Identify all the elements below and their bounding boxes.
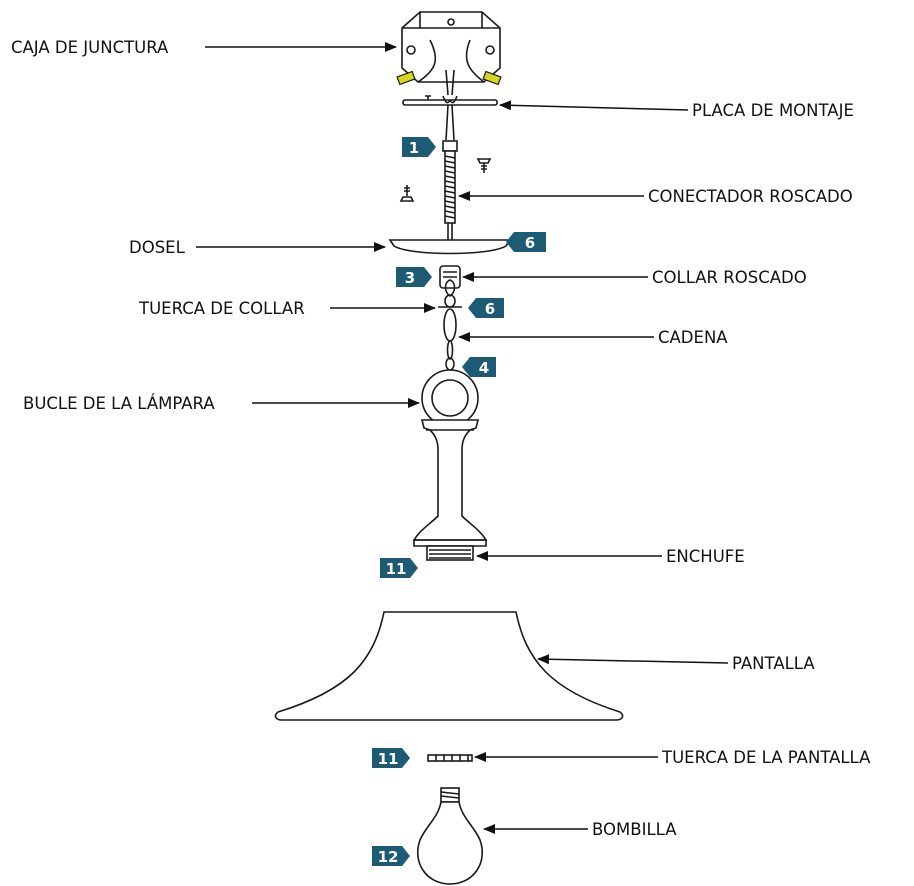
canopy [388,239,512,255]
label-junction-box: CAJA DE JUNCTURA [11,38,169,57]
step-badge-collar: 3 [396,267,432,287]
wire [445,104,455,141]
lamp-body [412,419,488,547]
lamp-loop [421,369,479,427]
leader-shade [537,654,729,665]
step-number: 4 [479,359,489,377]
label-lamp-loop: BUCLE DE LA LÁMPARA [23,394,215,413]
step-badge-socket: 11 [380,558,418,578]
step-number: 12 [378,848,399,866]
threaded-connector [442,140,458,240]
step-number: 11 [386,560,407,578]
label-mounting-plate: PLACA DE MONTAJE [692,101,854,120]
label-socket: ENCHUFE [666,547,745,566]
leader-mounting-plate [499,100,689,111]
socket [426,545,474,561]
step-badge-canopy: 6 [506,232,546,252]
screw-left [399,185,415,202]
step-badge-collar-nut: 6 [468,298,504,318]
step-number: 11 [378,750,399,768]
bulb [416,787,484,885]
junction-box [396,11,502,96]
label-canopy: DOSEL [129,238,186,257]
step-number: 1 [409,139,419,157]
shade [274,611,624,721]
label-chain: CADENA [658,328,728,347]
mounting-plate [402,95,498,106]
label-collar-nut: TUERCA DE COLLAR [138,299,305,318]
label-threaded-connector: CONECTADOR ROSCADO [648,187,853,206]
step-number: 6 [525,234,535,252]
step-number: 6 [485,300,495,318]
shade-nut [427,754,473,762]
step-badge-bulb: 12 [372,846,410,866]
label-threaded-collar: COLLAR ROSCADO [652,268,807,287]
label-bulb: BOMBILLA [592,820,677,839]
screw-right [476,158,492,173]
step-badge-shade-nut: 11 [372,748,410,768]
step-badge-connector: 1 [402,137,436,157]
threaded-collar [439,265,461,297]
step-number: 3 [405,269,415,287]
label-shade-nut: TUERCA DE LA PANTALLA [661,748,871,767]
step-badge-chain: 4 [462,357,496,377]
label-shade: PANTALLA [732,654,815,673]
chain-links [443,294,457,371]
